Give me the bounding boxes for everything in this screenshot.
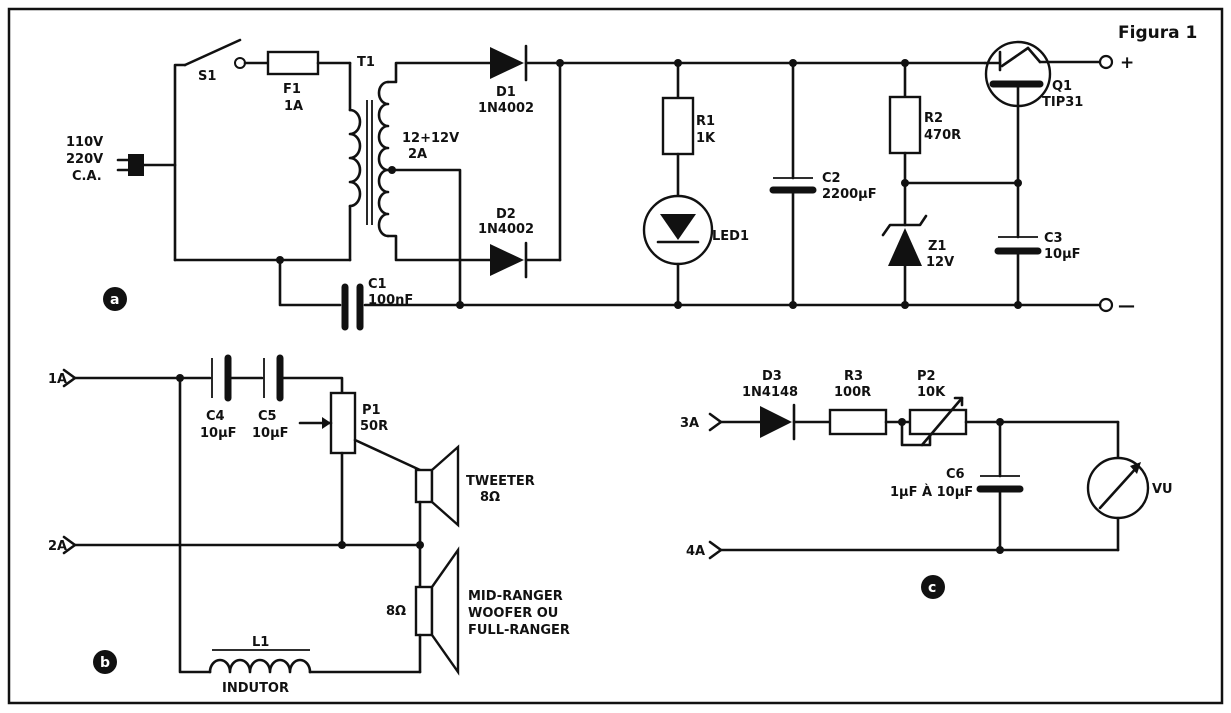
c1-label: C1 [368, 277, 387, 292]
d3-part: 1N4148 [742, 385, 798, 400]
badge-c [921, 575, 945, 599]
mains-voltage-110: 110V [66, 135, 103, 150]
figure-frame [7, 7, 1224, 705]
badge-a-label: a [110, 292, 119, 308]
woofer-ohm: 8Ω [386, 604, 406, 619]
capacitor-c3 [994, 181, 1042, 307]
input-1a-label: 1A [48, 372, 67, 387]
z1-label: Z1 [928, 239, 946, 254]
z1-value: 12V [926, 255, 954, 270]
section-b-crossover: 1A C4 10µF C5 10µF P1 50R [48, 354, 570, 696]
capacitor-c5 [263, 354, 344, 402]
led1 [642, 194, 714, 307]
transformer-t1 [348, 61, 492, 307]
mains-plug-icon [116, 154, 177, 176]
r3-value: 100R [834, 385, 871, 400]
c2-label: C2 [822, 171, 841, 186]
f1-value: 1A [284, 99, 303, 114]
q1-label: Q1 [1052, 79, 1072, 94]
capacitor-c4 [211, 354, 264, 402]
capacitor-c6 [976, 420, 1024, 552]
inductor-l1 [208, 649, 422, 674]
mains-voltage-220: 220V [66, 152, 103, 167]
resistor-r1 [661, 61, 695, 198]
output-minus-terminal [1098, 297, 1114, 313]
potentiometer-p1 [298, 391, 422, 547]
zener-z1 [881, 214, 928, 307]
l1-label: L1 [252, 635, 269, 650]
transistor-q1 [983, 40, 1102, 185]
diode-d3 [760, 403, 832, 441]
woofer-speaker [414, 543, 460, 676]
capacitor-c1 [276, 256, 364, 331]
s1-label: S1 [198, 69, 216, 84]
output-minus-label: — [1118, 296, 1135, 316]
woofer-label-2: WOOFER OU [468, 606, 558, 621]
p2-value: 10K [917, 385, 946, 400]
mains-ac-label: C.A. [72, 169, 102, 184]
input-3a-label: 3A [680, 416, 699, 431]
led1-label: LED1 [712, 229, 749, 244]
d2-part: 1N4002 [478, 222, 534, 237]
output-plus-label: + [1120, 53, 1134, 73]
t1-voltage: 12+12V [402, 131, 459, 146]
tweeter-ohm: 8Ω [480, 490, 500, 505]
t1-label: T1 [357, 55, 375, 70]
q1-part: TIP31 [1042, 95, 1083, 110]
diode-d1 [490, 44, 562, 82]
badge-a [103, 287, 127, 311]
switch-s1 [183, 38, 270, 69]
badge-b [93, 650, 117, 674]
p1-value: 50R [360, 419, 388, 434]
f1-label: F1 [283, 82, 301, 97]
r1-value: 1K [696, 131, 716, 146]
c5-label: C5 [258, 409, 277, 424]
input-2a-label: 2A [48, 539, 67, 554]
resistor-r2 [888, 61, 922, 227]
woofer-label-1: MID-RANGER [468, 589, 563, 604]
badge-c-label: c [928, 580, 936, 596]
badge-b-label: b [100, 655, 110, 671]
c1-value: 100nF [368, 293, 413, 308]
r2-label: R2 [924, 111, 943, 126]
d3-label: D3 [762, 369, 782, 384]
woofer-label-3: FULL-RANGER [468, 623, 570, 638]
vu-label: VU [1152, 482, 1173, 497]
r3-label: R3 [844, 369, 863, 384]
p2-label: P2 [917, 369, 936, 384]
diode-d2 [490, 241, 562, 279]
c2-value: 2200µF [822, 187, 877, 202]
d1-label: D1 [496, 85, 516, 100]
c5-value: 10µF [252, 426, 289, 441]
c3-label: C3 [1044, 231, 1063, 246]
fuse-f1 [266, 50, 352, 76]
c6-label: C6 [946, 467, 965, 482]
c4-label: C4 [206, 409, 225, 424]
c4-value: 10µF [200, 426, 237, 441]
potentiometer-p2 [898, 396, 1120, 447]
input-4a-label: 4A [686, 544, 705, 559]
r1-label: R1 [696, 114, 715, 129]
c6-value: 1µF À 10µF [890, 484, 973, 500]
t1-current: 2A [408, 147, 427, 162]
p1-label: P1 [362, 403, 381, 418]
output-plus-terminal [1098, 54, 1114, 70]
section-c-vu-meter: 3A D3 1N4148 R3 100R P2 10K [680, 369, 1173, 599]
tweeter-label: TWEETER [466, 474, 535, 489]
c3-value: 10µF [1044, 247, 1081, 262]
tweeter-speaker [414, 444, 460, 547]
capacitor-c2 [769, 61, 817, 307]
r2-value: 470R [924, 128, 961, 143]
section-a-power-supply: 110V 220V C.A. S1 F1 1A [66, 38, 1135, 331]
d1-part: 1N4002 [478, 101, 534, 116]
vu-meter [1086, 420, 1150, 552]
l1-type: INDUTOR [222, 681, 289, 696]
d2-label: D2 [496, 207, 516, 222]
figure-title: Figura 1 [1118, 23, 1197, 43]
